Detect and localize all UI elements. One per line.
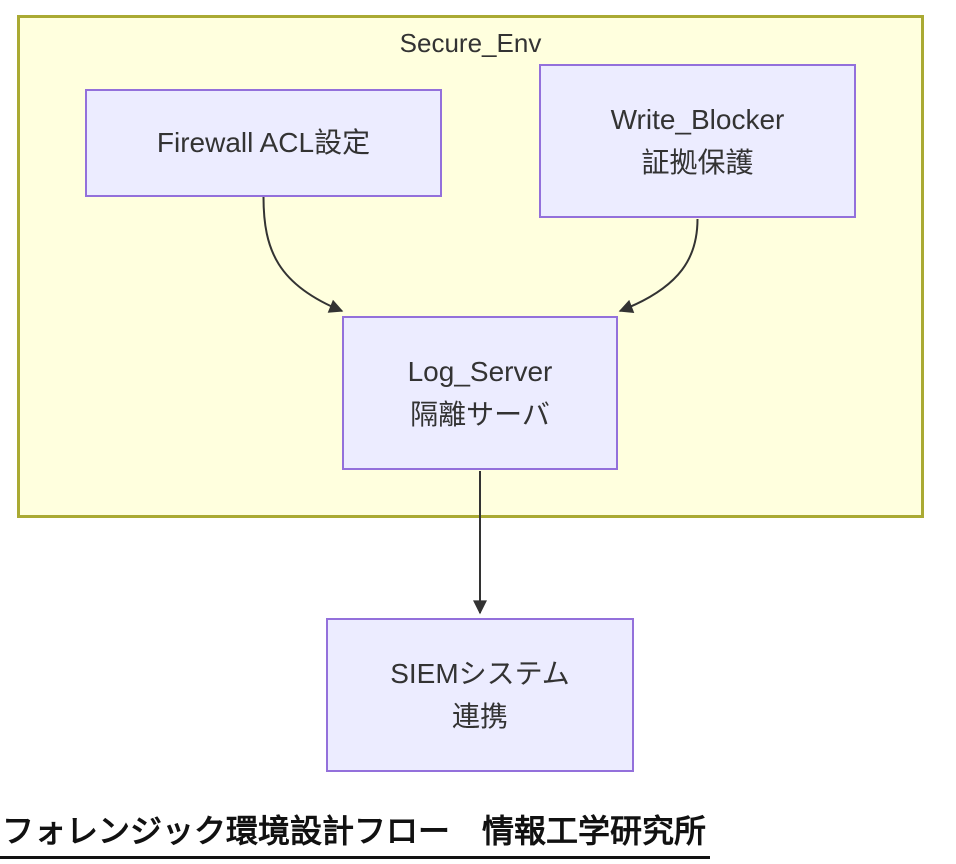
cluster-label: Secure_Env bbox=[399, 28, 542, 58]
node-write-blocker: Write_Blocker 証拠保護 bbox=[539, 64, 856, 218]
diagram-title: フォレンジック環境設計フロー 情報工学研究所 bbox=[0, 806, 711, 859]
node-write-blocker-label-line2: 証拠保護 bbox=[641, 147, 754, 178]
node-write-blocker-label-line1: Write_Blocker bbox=[610, 103, 785, 135]
node-siem-system: SIEMシステム 連携 bbox=[326, 618, 634, 772]
node-firewall-acl: Firewall ACL設定 bbox=[85, 89, 442, 197]
node-log-server: Log_Server 隔離サーバ bbox=[342, 316, 618, 470]
node-log-server-label-line1: Log_Server bbox=[407, 355, 553, 387]
node-siem-system-label-line1: SIEMシステム bbox=[390, 657, 570, 689]
node-firewall-acl-label: Firewall ACL設定 bbox=[156, 127, 371, 159]
node-log-server-label-line2: 隔離サーバ bbox=[410, 399, 550, 430]
node-siem-system-label-line2: 連携 bbox=[451, 701, 508, 732]
